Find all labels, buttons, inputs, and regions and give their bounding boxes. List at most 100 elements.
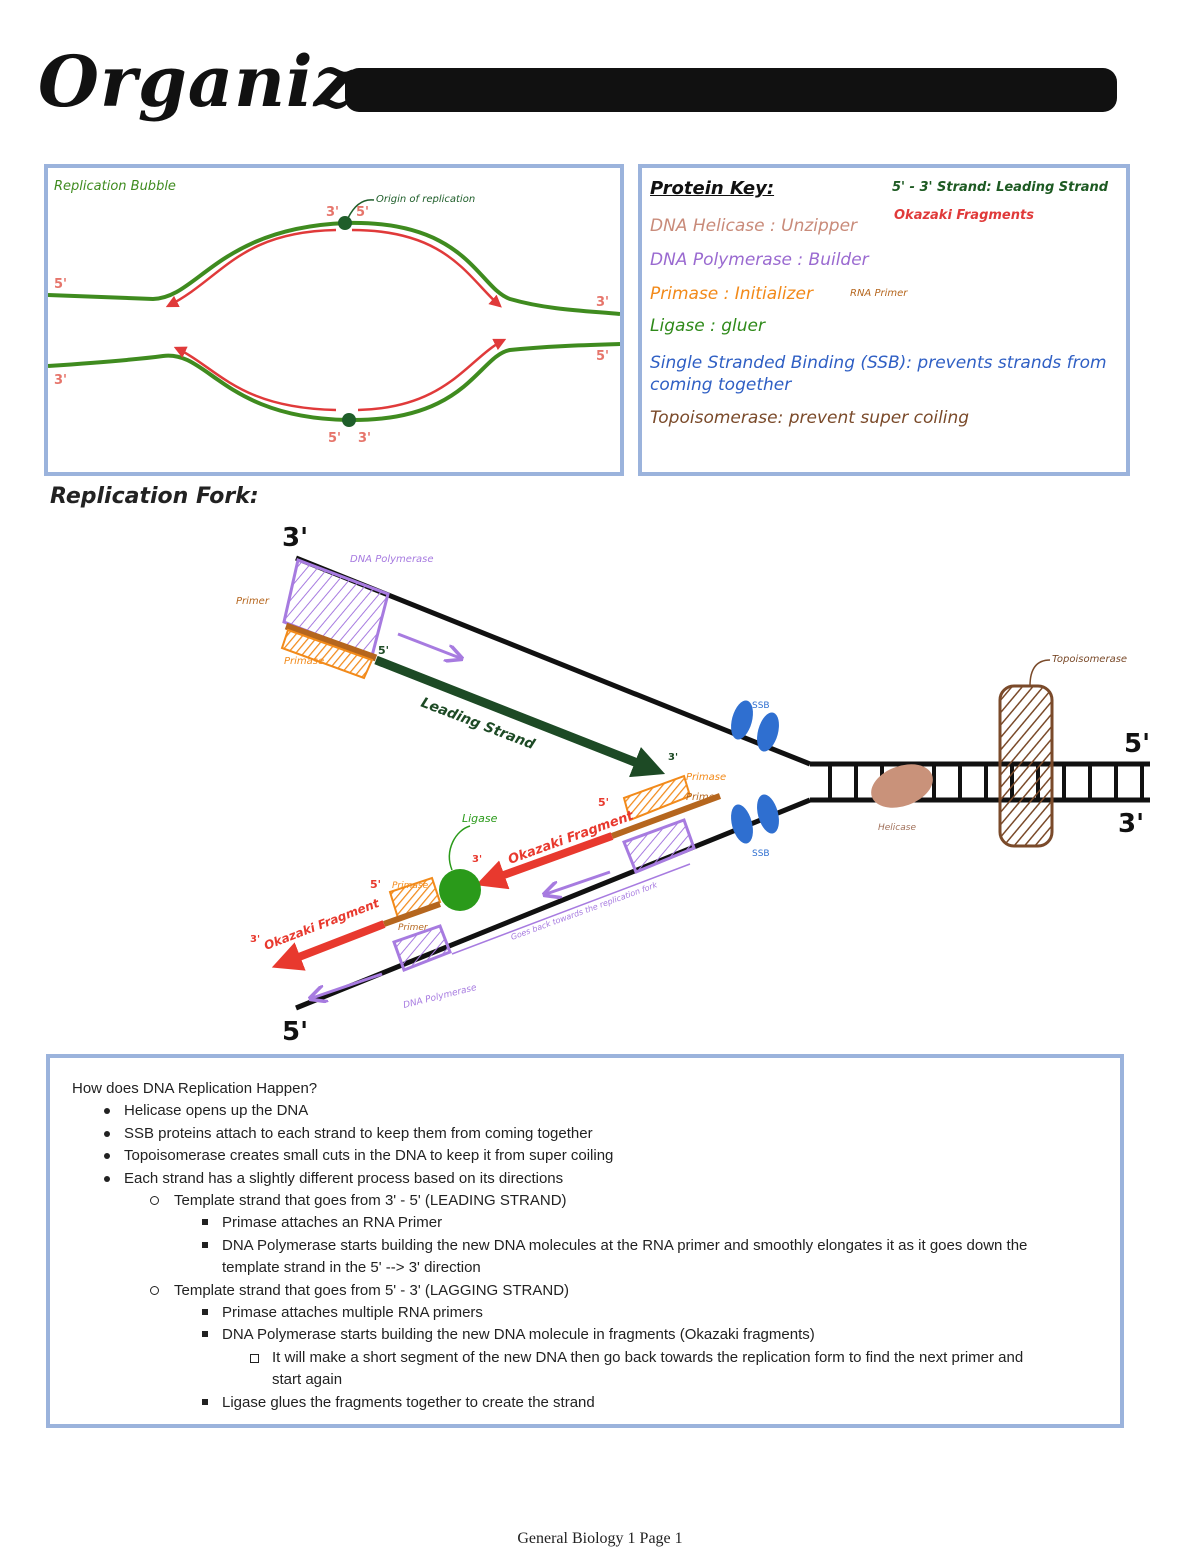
key-item-helicase: DNA Helicase : Unzipper: [650, 216, 858, 236]
origin-label: Origin of replication: [376, 194, 475, 205]
leading-5-label: 5': [378, 644, 389, 657]
leading-strand-arrow: [374, 655, 666, 778]
ssb-bottom-1: [731, 804, 753, 844]
primase-top-shape: [280, 628, 374, 680]
bubble-heading: Replication Bubble: [54, 179, 176, 194]
origin-pointer: [347, 199, 375, 219]
polymerase-direction-top: [397, 632, 460, 658]
list-item: Template strand that goes from 5' - 3' (…: [72, 1280, 1042, 1302]
topoisomerase-label: Topoisomerase: [1052, 654, 1127, 665]
helicase-label: Helicase: [878, 823, 916, 833]
list-item: Ligase glues the fragments together to c…: [72, 1392, 1042, 1414]
fork-label-3-top: 3': [282, 523, 308, 553]
bottom-parent-strand: [47, 342, 621, 423]
notes-heading: How does DNA Replication Happen?: [72, 1080, 318, 1097]
polymerase-direction-lower: [312, 972, 383, 998]
key-item-primase: Primase : Initializer: [650, 284, 813, 304]
primer-top: [284, 622, 378, 662]
title-bar: [345, 68, 1117, 112]
top-new-strand-left: [165, 228, 337, 308]
okazaki-lower-arrow: [271, 920, 386, 971]
primase-top-label: Primase: [284, 656, 324, 667]
primase-right-label: Primase: [686, 772, 726, 783]
dna-polymerase-right-shape: [622, 818, 696, 874]
list-item: SSB proteins attach to each strand to ke…: [72, 1123, 1042, 1145]
okazaki-lower-5-label: 5': [370, 878, 381, 891]
goes-back-pointer: [451, 863, 691, 955]
page-footer: General Biology 1 Page 1: [517, 1530, 683, 1547]
label-5-top-mid: 5': [356, 205, 369, 220]
primer-lower: [382, 901, 442, 927]
notes-list: Helicase opens up the DNA SSB proteins a…: [72, 1100, 1042, 1414]
primer-lower-label: Primer: [398, 923, 429, 933]
legend-okazaki: Okazaki Fragments: [894, 208, 1034, 223]
primase-lower-label: Primase: [392, 881, 429, 891]
ssb-bottom-2: [757, 794, 779, 834]
label-3-bottom-left: 3': [54, 373, 67, 388]
dna-polymerase-bottom-label: DNA Polymerase: [402, 983, 478, 1011]
notes-body: How does DNA Replication Happen? Helicas…: [72, 1078, 1042, 1414]
leading-3-label: 3': [668, 752, 678, 763]
key-item-ssb: Single Stranded Binding (SSB): prevents …: [650, 353, 1107, 395]
okazaki-upper-5-label: 5': [598, 796, 609, 809]
ssb-top-2: [757, 712, 779, 752]
label-3-bottom-mid: 3': [358, 431, 371, 446]
ligase-pointer: [448, 825, 471, 871]
list-item: Template strand that goes from 3' - 5' (…: [72, 1190, 1042, 1212]
legend-leading: 5' - 3' Strand: Leading Strand: [892, 180, 1109, 195]
top-new-strand-right: [351, 228, 502, 308]
topoisomerase-pointer: [1029, 659, 1051, 687]
list-item: Helicase opens up the DNA: [72, 1100, 1042, 1122]
replication-fork-diagram: 3' 5' 5' 3' Topoisomerase Helicase SSB S…: [236, 523, 1150, 1047]
list-item: It will make a short segment of the new …: [72, 1347, 1042, 1392]
protein-key-heading: Protein Key:: [650, 178, 775, 199]
ligase-shape: [439, 869, 481, 911]
primer-right: [610, 793, 722, 839]
list-item: DNA Polymerase starts building the new D…: [72, 1324, 1042, 1346]
dna-polymerase-lower-shape: [392, 924, 452, 972]
primer-top-label: Primer: [236, 596, 270, 607]
primer-right-label: Primer: [686, 792, 720, 803]
okazaki-upper-label: Okazaki Fragment: [506, 808, 636, 868]
fork-label-3-right: 3': [1118, 809, 1144, 839]
key-item-polymerase: DNA Polymerase : Builder: [650, 250, 869, 270]
primase-right-shape: [622, 774, 692, 822]
ligase-label: Ligase: [462, 812, 498, 825]
origin-dot-bottom: [342, 413, 356, 427]
replication-bubble-panel: Replication Bubble Origin of replication…: [44, 164, 624, 476]
list-item: Topoisomerase creates small cuts in the …: [72, 1145, 1042, 1167]
top-parent-strand: [47, 220, 621, 316]
label-3-top-right: 3': [596, 295, 609, 310]
primase-lower-shape: [388, 876, 442, 920]
topoisomerase-shape: [998, 684, 1054, 848]
okazaki-upper-arrow: [475, 832, 614, 890]
ssb-top-1: [731, 700, 753, 740]
bottom-new-strand-left: [173, 346, 337, 412]
key-item-ligase: Ligase : gluer: [650, 316, 765, 336]
helicase-shape: [871, 764, 933, 808]
bottom-new-strand-right: [357, 338, 507, 412]
label-5-bottom-right: 5': [596, 349, 609, 364]
label-3-top-mid: 3': [326, 205, 339, 220]
key-rna-primer-note: RNA Primer: [850, 288, 908, 299]
origin-dot-top: [338, 216, 352, 230]
replication-fork-heading: Replication Fork:: [50, 484, 259, 509]
notes-panel: How does DNA Replication Happen? Helicas…: [46, 1054, 1124, 1428]
list-item: DNA Polymerase starts building the new D…: [72, 1235, 1042, 1280]
ssb-top-label: SSB: [752, 701, 770, 711]
protein-key-panel: Protein Key: 5' - 3' Strand: Leading Str…: [638, 164, 1130, 476]
fork-label-5-bottom: 5': [282, 1017, 308, 1047]
list-item: Primase attaches an RNA Primer: [72, 1212, 1042, 1234]
dna-polymerase-top-label: DNA Polymerase: [350, 554, 434, 565]
list-item: Primase attaches multiple RNA primers: [72, 1302, 1042, 1324]
okazaki-upper-3-label: 3': [472, 854, 482, 865]
okazaki-lower-3-label: 3': [250, 934, 260, 945]
key-item-topoisomerase: Topoisomerase: prevent super coiling: [650, 408, 970, 428]
replication-bubble-diagram: Replication Bubble Origin of replication…: [47, 179, 621, 446]
polymerase-direction-right: [546, 870, 611, 894]
label-5-top-left: 5': [54, 277, 67, 292]
list-item: Each strand has a slightly different pro…: [72, 1168, 1042, 1190]
fork-label-5-right: 5': [1124, 729, 1150, 759]
ssb-bottom-label: SSB: [752, 849, 770, 859]
label-5-bottom-mid: 5': [328, 431, 341, 446]
